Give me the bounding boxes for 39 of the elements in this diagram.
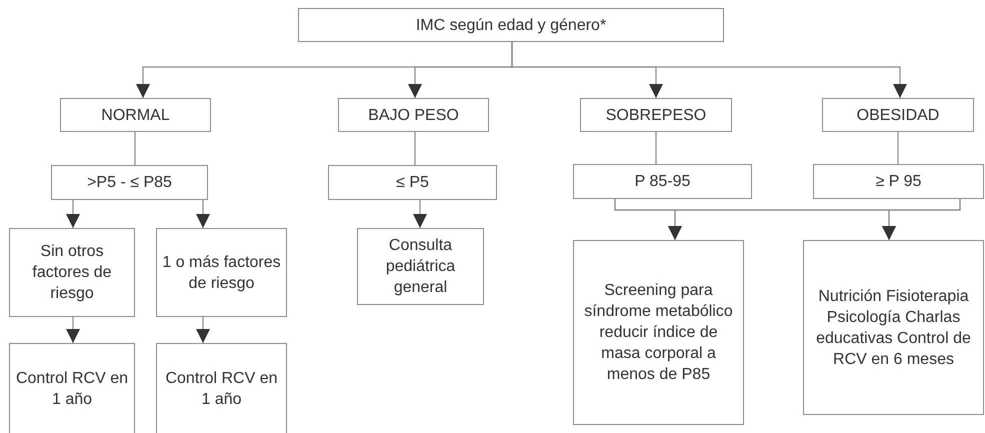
arrow bbox=[66, 200, 80, 228]
process-box bbox=[60, 98, 211, 132]
box-text: IMC según edad y género* bbox=[416, 16, 606, 36]
process-box bbox=[580, 98, 732, 132]
box-text: Consulta pediátrica general bbox=[384, 236, 456, 298]
process-box bbox=[573, 164, 752, 199]
box-text: >P5 - ≤ P85 bbox=[87, 173, 172, 193]
process-box bbox=[357, 228, 484, 305]
box-text: SOBREPESO bbox=[606, 106, 706, 126]
arrow bbox=[882, 199, 961, 240]
process-box bbox=[573, 240, 744, 425]
process-box bbox=[822, 98, 974, 132]
box-text: Nutrición Fisioterapia Psicología Charlas educativas Control de RCV en 6 meses bbox=[815, 286, 972, 370]
arrow bbox=[66, 317, 80, 343]
process-box bbox=[298, 8, 724, 42]
process-box bbox=[328, 165, 497, 200]
box-text: Sin otros factores de riesgo bbox=[31, 242, 113, 304]
process-box bbox=[156, 228, 287, 317]
process-box bbox=[156, 343, 287, 433]
box-text: ≥ P 95 bbox=[876, 172, 922, 192]
box-text: ≤ P5 bbox=[396, 173, 429, 193]
arrow bbox=[413, 200, 427, 228]
arrow bbox=[196, 317, 210, 343]
process-box bbox=[9, 228, 135, 317]
box-text: OBESIDAD bbox=[856, 106, 940, 126]
box-text: Control RCV en 1 año bbox=[164, 368, 279, 410]
process-box bbox=[803, 240, 984, 415]
box-text: NORMAL bbox=[101, 106, 170, 126]
box-text: BAJO PESO bbox=[368, 106, 459, 126]
box-text: P 85-95 bbox=[634, 172, 690, 192]
box-text: 1 o más factores de riesgo bbox=[161, 252, 282, 294]
process-box bbox=[813, 164, 984, 199]
box-text: Control RCV en 1 año bbox=[14, 368, 130, 410]
process-box bbox=[9, 343, 135, 433]
box-text: Screening para síndrome metabólico reducir índice de masa corporal a menos de P85 bbox=[583, 281, 734, 385]
process-box bbox=[51, 165, 208, 200]
process-box bbox=[338, 98, 489, 132]
arrow bbox=[511, 42, 907, 98]
arrow bbox=[196, 200, 210, 228]
